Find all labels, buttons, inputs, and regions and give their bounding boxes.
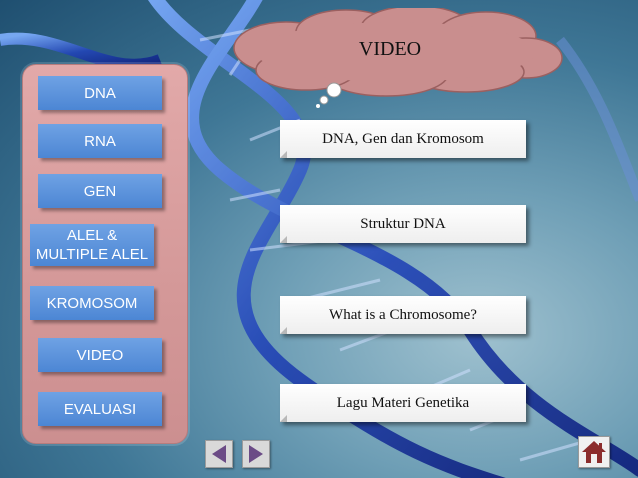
sidebar-item-rna[interactable]: RNA [38,124,162,158]
video-link-what-is-a-chromosome[interactable]: What is a Chromosome? [280,296,526,334]
sidebar-item-label: RNA [84,132,116,150]
sidebar-item-kromosom[interactable]: KROMOSOM [30,286,154,320]
home-button[interactable] [578,436,610,468]
page-title: VIDEO [358,38,422,60]
video-link-label: Lagu Materi Genetika [336,394,470,411]
sidebar-item-label: ALEL & MULTIPLE ALEL [35,227,149,263]
home-icon [582,441,606,463]
sidebar-item-video[interactable]: VIDEO [38,338,162,372]
sidebar-item-label: KROMOSOM [46,294,138,312]
next-arrow-icon [249,445,263,463]
sidebar-item-alel-multiple-alel[interactable]: ALEL & MULTIPLE ALEL [30,224,154,266]
video-link-dna-gen-kromosom[interactable]: DNA, Gen dan Kromosom [280,120,526,158]
video-link-lagu-materi-genetika[interactable]: Lagu Materi Genetika [280,384,526,422]
sidebar-item-gen[interactable]: GEN [38,174,162,208]
sidebar-item-evaluasi[interactable]: EVALUASI [38,392,162,426]
prev-slide-button[interactable] [205,440,233,468]
video-link-label: What is a Chromosome? [329,306,477,323]
sidebar-item-label: GEN [83,182,117,200]
video-link-label: Struktur DNA [360,215,446,232]
video-link-label: DNA, Gen dan Kromosom [322,130,484,147]
prev-arrow-icon [212,445,226,463]
video-link-struktur-dna[interactable]: Struktur DNA [280,205,526,243]
sidebar-item-dna[interactable]: DNA [38,76,162,110]
thought-cloud-shape [233,8,563,108]
sidebar-item-label: EVALUASI [63,400,137,418]
sidebar-item-label: DNA [84,84,116,102]
next-slide-button[interactable] [242,440,270,468]
sidebar-item-label: VIDEO [76,346,124,364]
